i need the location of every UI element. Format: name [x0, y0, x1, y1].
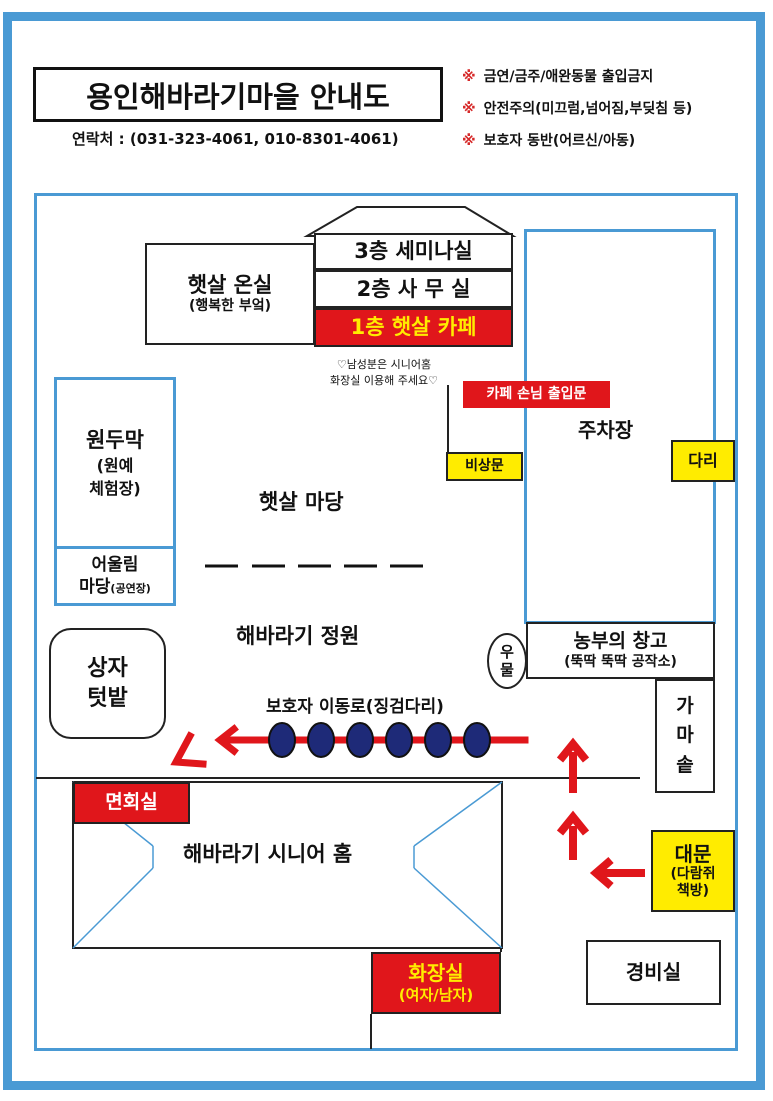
restroom: 화장실 (여자/남자): [371, 952, 501, 1014]
stepping-stone-icon: [346, 722, 374, 758]
notice-line: ♡남성분은 시니어홈: [336, 358, 432, 371]
courtyard-label: 햇살 마당: [259, 490, 344, 514]
garden-label: 해바라기 정원: [236, 624, 360, 648]
box-garden-line: 상자: [87, 655, 128, 681]
wondumak-line: (원예: [96, 456, 134, 476]
stepping-stone-icon: [307, 722, 335, 758]
floor2-office: 2층 사 무 실: [314, 270, 513, 308]
well-char: 우: [500, 643, 514, 661]
stepping-stones: [268, 722, 491, 758]
wondumak-name: 원두막: [86, 427, 144, 452]
notice-line: 화장실 이용해 주세요♡: [330, 373, 438, 387]
cafe-entrance: 카페 손님 출입문: [463, 381, 610, 408]
bridge: 다리: [671, 440, 735, 482]
restroom-notice: ♡남성분은 시니어홈 화장실 이용해 주세요♡: [314, 357, 454, 389]
cauldron-char: 가: [676, 694, 694, 717]
visit-room: 면회실: [73, 782, 190, 824]
eoullim-name2: 마당: [79, 577, 111, 597]
main-gate-sub: 책방): [676, 883, 710, 899]
main-gate: 대문 (다람쥐 책방): [651, 830, 735, 912]
main-gate-name: 대문: [674, 842, 712, 867]
rule-text: 보호자 동반(어르신/아동): [483, 133, 636, 149]
cauldron: 가 마 솥: [655, 679, 715, 793]
contact-info: 연락처 : (031-323-4061, 010-8301-4061): [72, 130, 399, 148]
wondumak-line: 체험장): [89, 478, 141, 498]
stepping-stone-icon: [268, 722, 296, 758]
cauldron-char: 마: [676, 724, 694, 747]
rule-safety: ※ 안전주의(미끄럼,넘어짐,부딪침 등): [462, 98, 692, 118]
barn-name: 농부의 창고: [573, 629, 668, 652]
sunroom-sub: (행복한 부엌): [188, 298, 272, 315]
stepping-stone-icon: [385, 722, 413, 758]
page-title: 용인해바라기마을 안내도: [33, 67, 443, 122]
asterisk-icon: ※: [462, 133, 476, 149]
rule-text: 안전주의(미끄럼,넘어짐,부딪침 등): [483, 101, 693, 117]
parking-label: 주차장: [578, 418, 634, 442]
guard-room: 경비실: [586, 940, 721, 1005]
left-arrow-icon: [589, 856, 645, 890]
well: 우 물: [487, 633, 527, 689]
cauldron-char: 솥: [676, 753, 694, 776]
box-garden: 상자 텃밭: [49, 628, 166, 739]
stepping-stone-icon: [424, 722, 452, 758]
farmers-barn: 농부의 창고 (뚝딱 뚝딱 공작소): [526, 622, 715, 679]
map-area: [34, 193, 738, 1051]
guardian-path-label: 보호자 이동로(징검다리): [266, 697, 444, 717]
senior-home-label: 해바라기 시니어 홈: [183, 842, 353, 866]
floor1-cafe: 1층 햇살 카페: [314, 308, 513, 347]
floor3-seminar-room: 3층 세미나실: [314, 233, 513, 270]
eoullim-yard: 어울림 마당(공연장): [54, 546, 176, 606]
eoullim-sub: (공연장): [110, 582, 151, 595]
rule-guardian: ※ 보호자 동반(어르신/아동): [462, 130, 635, 150]
asterisk-icon: ※: [462, 101, 476, 117]
main-gate-sub: (다람쥐: [670, 866, 716, 883]
stepping-stone-icon: [463, 722, 491, 758]
emergency-door: 비상문: [446, 452, 523, 481]
wondumak: 원두막 (원예 체험장): [54, 377, 176, 549]
asterisk-icon: ※: [462, 69, 476, 85]
rule-no-smoking: ※ 금연/금주/애완동물 출입금지: [462, 66, 653, 86]
box-garden-line: 텃밭: [87, 685, 128, 711]
restroom-sub: (여자/남자): [398, 986, 474, 1005]
well-char: 물: [500, 661, 514, 679]
eoullim-name: 어울림: [91, 554, 139, 575]
barn-sub: (뚝딱 뚝딱 공작소): [564, 653, 677, 670]
rule-text: 금연/금주/애완동물 출입금지: [483, 69, 654, 85]
restroom-name: 화장실: [408, 961, 464, 986]
up-arrow-icon: [556, 737, 590, 860]
sunroom: 햇살 온실 (행복한 부엌): [145, 243, 315, 345]
parking-lot: [524, 229, 716, 624]
sunroom-name: 햇살 온실: [187, 273, 273, 298]
